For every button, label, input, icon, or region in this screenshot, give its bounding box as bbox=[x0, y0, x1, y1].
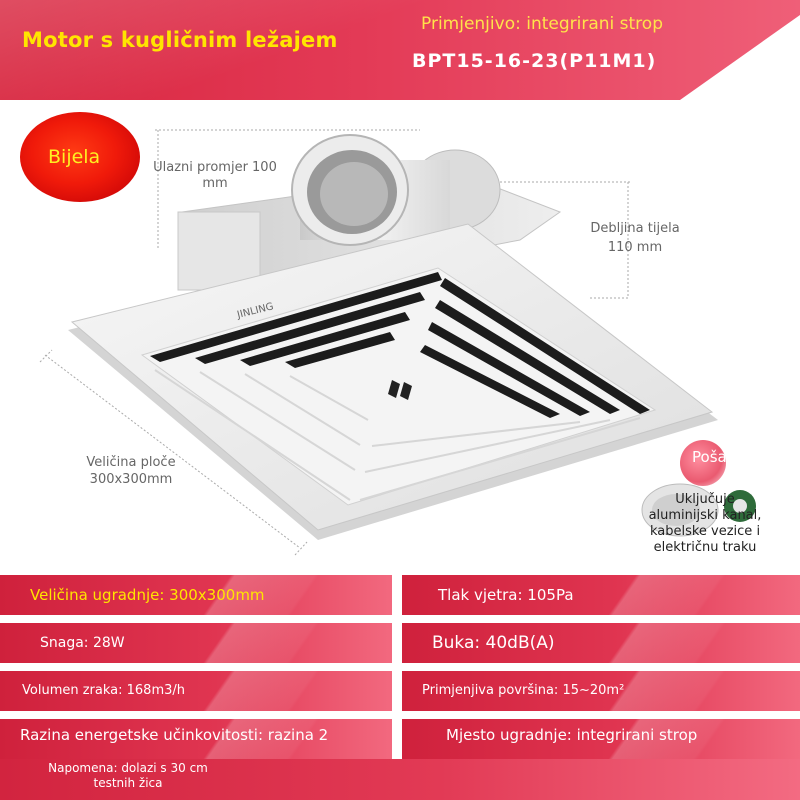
panel-size-label: Veličina ploče bbox=[86, 455, 176, 470]
header-banner bbox=[0, 0, 800, 100]
spec-noise: Buka: 40dB(A) bbox=[402, 623, 800, 663]
spec-power: Snaga: 28W bbox=[0, 623, 392, 663]
inlet-diameter-label: Ulazni promjer 100 mm bbox=[153, 160, 277, 191]
body-thickness-value: 110 mm bbox=[607, 240, 663, 255]
spec-install-size: Veličina ugradnje: 300x300mm bbox=[0, 575, 392, 615]
body-thickness-label: Debljina tijela bbox=[590, 221, 680, 236]
test-wire-note: Napomena: dolazi s 30 cm testnih žica bbox=[48, 761, 208, 790]
send-label: Pošalji bbox=[692, 448, 740, 466]
panel-size-value: 300x300mm bbox=[89, 472, 173, 487]
motor-title: Motor s kugličnim ležajem bbox=[22, 28, 338, 52]
spec-wind-pressure: Tlak vjetra: 105Pa bbox=[402, 575, 800, 615]
accessories-description: Uključuje aluminijski kanal, kabelske ve… bbox=[648, 492, 762, 555]
spec-install-location: Mjesto ugradnje: integrirani strop bbox=[402, 719, 800, 759]
spec-applicable-area: Primjenjiva površina: 15~20m² bbox=[402, 671, 800, 711]
footer-strip bbox=[0, 759, 800, 800]
color-badge bbox=[20, 112, 140, 202]
spec-energy-level: Razina energetske učinkovitosti: razina … bbox=[0, 719, 392, 759]
model-number: BPT15-16-23(P11M1) bbox=[412, 50, 657, 72]
color-badge-label: Bijela bbox=[48, 146, 101, 168]
send-badge bbox=[680, 440, 726, 486]
application-text: Primjenjivo: integrirani strop bbox=[421, 14, 663, 34]
spec-air-volume: Volumen zraka: 168m3/h bbox=[0, 671, 392, 711]
